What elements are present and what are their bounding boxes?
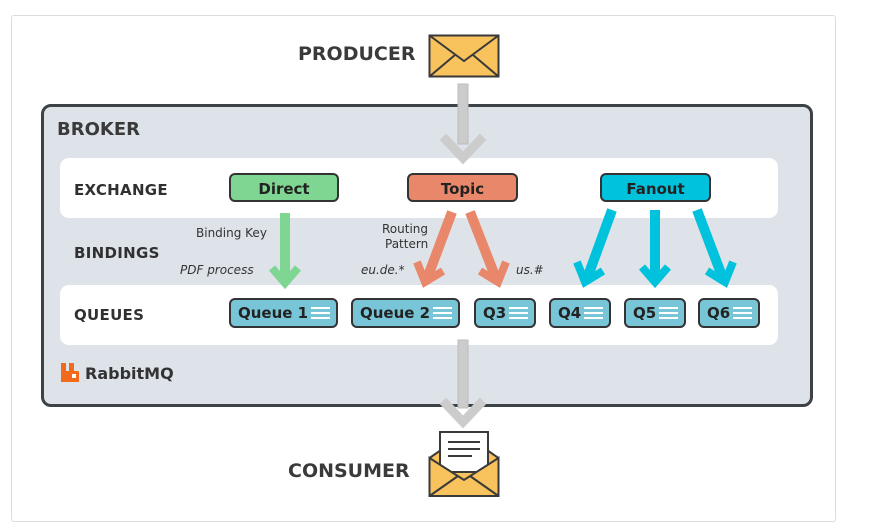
list-lines-icon (509, 307, 528, 320)
queue-3: Q3 (474, 298, 536, 328)
rabbitmq-logo-icon (61, 363, 79, 382)
queues-row-label: QUEUES (74, 306, 145, 324)
topic-binding-arrow-left (413, 210, 457, 288)
us-note: us.# (516, 263, 544, 277)
queue-3-label: Q3 (483, 304, 507, 322)
queue-6: Q6 (698, 298, 760, 328)
exchange-row-label: EXCHANGE (74, 181, 168, 199)
list-lines-icon (733, 307, 752, 320)
fanout-binding-arrow-left (573, 208, 617, 288)
broker-box (41, 104, 813, 407)
fanout-exchange: Fanout (600, 173, 711, 202)
routing-pattern-note-line1: Routing (382, 222, 429, 236)
topic-exchange: Topic (407, 173, 518, 202)
eu-de-note: eu.de.* (361, 263, 405, 277)
queue-4: Q4 (549, 298, 611, 328)
consumer-label: CONSUMER (288, 460, 410, 482)
queue-5-label: Q5 (633, 304, 657, 322)
queue-2: Queue 2 (351, 298, 460, 328)
queue-1-label: Queue 1 (238, 304, 309, 322)
queue-4-label: Q4 (558, 304, 582, 322)
rabbitmq-brand-text: RabbitMQ (85, 364, 174, 383)
consumer-arrow (439, 339, 487, 429)
binding-key-note: Binding Key (196, 226, 267, 240)
queue-1: Queue 1 (229, 298, 338, 328)
list-lines-icon (433, 307, 452, 320)
pdf-process-note: PDF process (180, 263, 254, 277)
producer-arrow (439, 83, 487, 165)
queue-2-label: Queue 2 (360, 304, 431, 322)
list-lines-icon (659, 307, 678, 320)
fanout-binding-arrow-right (692, 208, 737, 288)
routing-pattern-note-line2: Pattern (385, 237, 429, 251)
queue-6-label: Q6 (707, 304, 731, 322)
topic-binding-arrow-right (465, 210, 510, 288)
direct-binding-arrow (268, 213, 302, 290)
direct-exchange: Direct (229, 173, 339, 202)
open-envelope-icon (428, 431, 500, 497)
list-lines-icon (584, 307, 603, 320)
broker-label: BROKER (57, 119, 140, 140)
bindings-row-label: BINDINGS (74, 244, 160, 262)
producer-label: PRODUCER (298, 43, 416, 65)
queue-5: Q5 (624, 298, 686, 328)
fanout-binding-arrow-middle (638, 210, 672, 289)
list-lines-icon (311, 307, 330, 320)
envelope-icon (428, 34, 500, 78)
